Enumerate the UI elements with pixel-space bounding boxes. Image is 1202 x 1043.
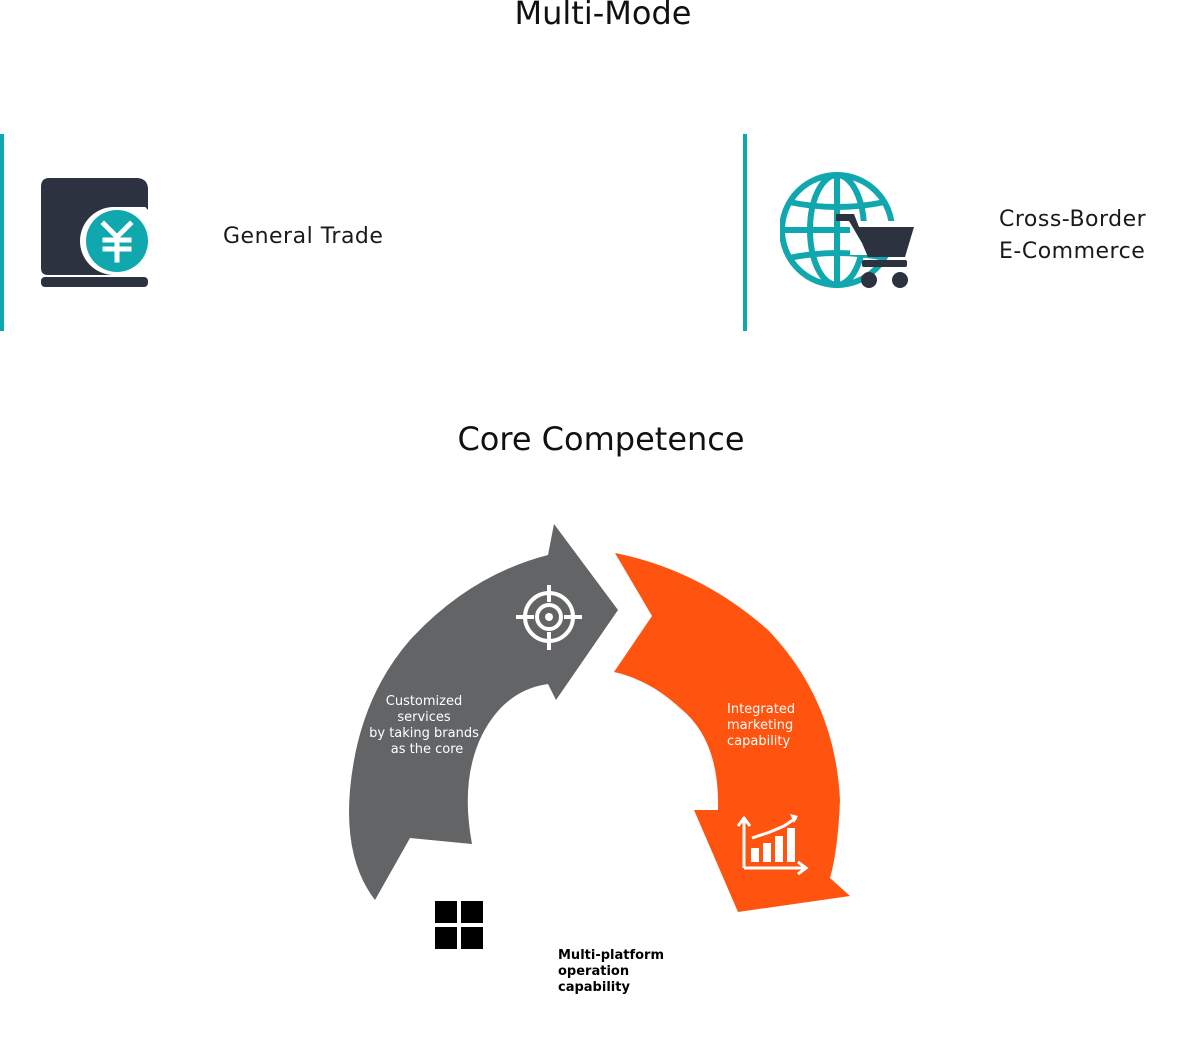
general-trade-card: General Trade <box>0 134 604 331</box>
gray-arrow-text: Customized services by taking brands as … <box>369 694 479 757</box>
gray-arrow-line1: Customized <box>386 694 463 709</box>
cross-border-label: Cross-Border E-Commerce <box>999 204 1146 268</box>
platform-text: Multi-platform operation capability <box>558 948 664 995</box>
gray-cycle-arrow <box>349 524 618 900</box>
platform-line1: Multi-platform <box>558 948 664 963</box>
multi-mode-title: Multi-Mode <box>514 0 692 32</box>
gray-arrow-line2: services <box>397 710 451 725</box>
cross-border-label-line1: Cross-Border <box>999 207 1147 232</box>
platform-line3: capability <box>558 980 630 995</box>
orange-arrow-text: Integrated marketing capability <box>727 702 795 749</box>
gray-arrow-line3: by taking brands <box>369 726 479 741</box>
cross-border-card: Cross-Border E-Commerce <box>743 134 1202 331</box>
core-competence-title: Core Competence <box>457 420 745 458</box>
windows-grid-icon <box>435 901 483 949</box>
cross-border-label-line2: E-Commerce <box>999 239 1146 264</box>
yuan-wallet-icon <box>41 178 148 287</box>
target-center-dot <box>545 613 553 621</box>
orange-arrow-line2: marketing <box>727 718 793 733</box>
orange-arrow-line1: Integrated <box>727 702 795 717</box>
general-trade-label: General Trade <box>223 224 384 249</box>
globe-cart-icon <box>780 172 914 288</box>
bar-chart-growth-icon <box>736 814 809 876</box>
gray-arrow-line4: as the core <box>391 742 464 757</box>
platform-line2: operation <box>558 964 629 979</box>
target-icon <box>516 585 582 650</box>
orange-arrow-line3: capability <box>727 734 791 749</box>
